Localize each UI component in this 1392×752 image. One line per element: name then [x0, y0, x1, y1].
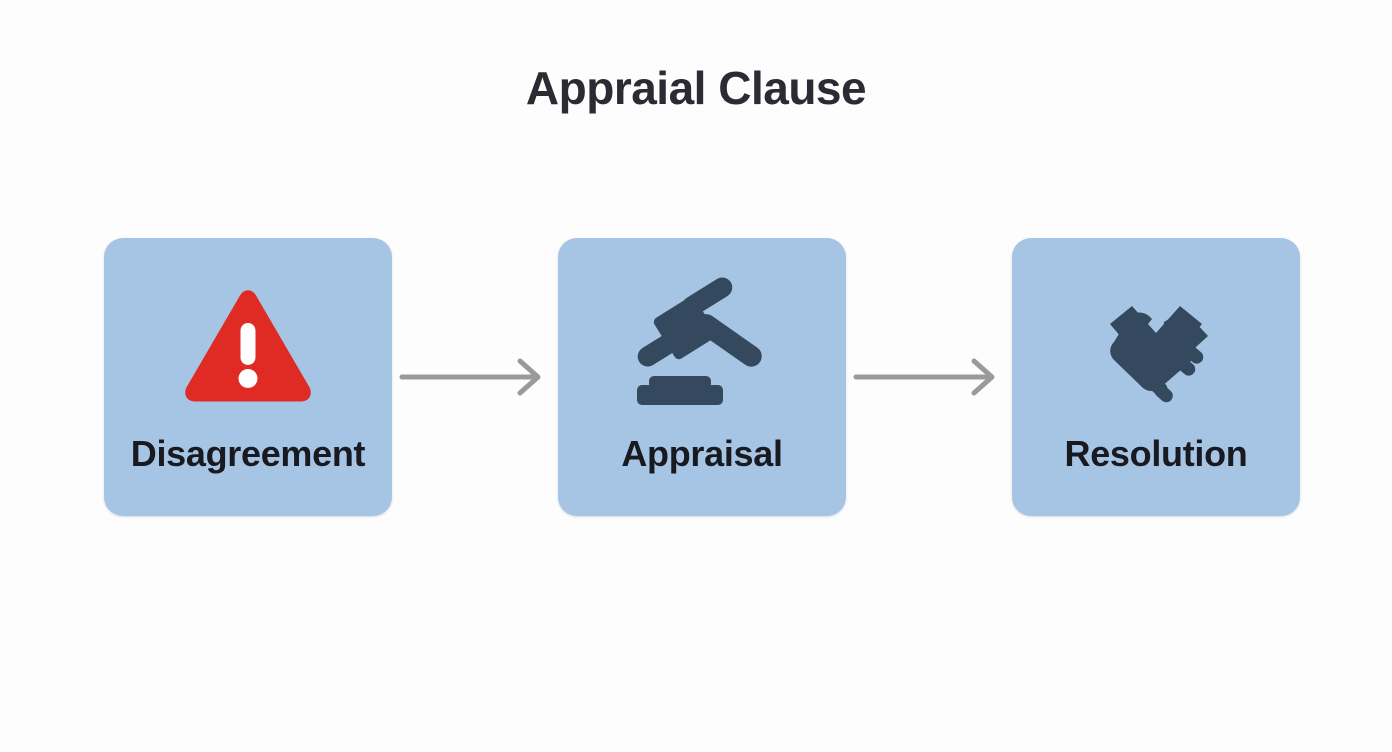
- process-flow: Disagreement: [104, 238, 1300, 516]
- handshake-icon: [1012, 280, 1300, 415]
- arrow-right-icon: [853, 356, 1006, 398]
- arrow-right-icon: [399, 356, 552, 398]
- flow-step-label: Appraisal: [621, 433, 783, 474]
- flow-step-appraisal[interactable]: Appraisal: [558, 238, 846, 516]
- flow-step-resolution[interactable]: Resolution: [1012, 238, 1300, 516]
- warning-triangle-icon: [104, 280, 392, 415]
- page-title: Appraial Clause: [525, 62, 867, 114]
- flow-step-label: Disagreement: [130, 433, 366, 474]
- flow-step-disagreement[interactable]: Disagreement: [104, 238, 392, 516]
- flow-step-label: Resolution: [1064, 433, 1248, 474]
- gavel-icon: [558, 276, 846, 415]
